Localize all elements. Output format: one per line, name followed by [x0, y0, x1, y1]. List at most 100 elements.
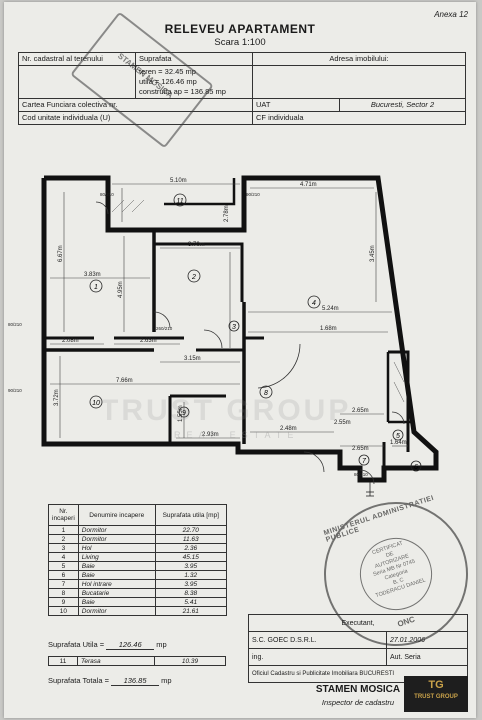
row-area: 3.95 — [154, 579, 227, 589]
total-area-unit: mp — [161, 676, 172, 685]
plan-door-swings — [95, 201, 405, 485]
dim-4-71: 4.71m — [300, 182, 317, 188]
row-area: 2.36 — [154, 543, 227, 553]
row-name: Dormitor — [77, 534, 156, 544]
row-name: Baie — [77, 561, 156, 571]
useful-area-unit: mp — [156, 640, 167, 649]
room-number-3: 3 — [232, 324, 236, 331]
row-nr: 4 — [48, 552, 79, 562]
area-line-teren: teren = 32.45 mp — [139, 67, 196, 76]
terrace-table: 11 Terasa 10.39 — [48, 656, 226, 666]
dim-2-65a: 2.65m — [352, 408, 369, 414]
room-number-2: 2 — [191, 274, 196, 281]
terrace-name: Terasa — [77, 656, 155, 666]
row-name: Baie — [77, 570, 156, 580]
cadastral-value — [18, 65, 136, 99]
row-name: Hol intrare — [77, 579, 156, 589]
dim-2-55: 2.55m — [334, 420, 351, 426]
dim-1-64: 1.64m — [390, 440, 407, 446]
scale-label: Scara 1:100 — [214, 37, 266, 48]
annex-label: Anexa 12 — [434, 10, 468, 19]
row-nr: 8 — [48, 588, 79, 598]
area-line-construita: construita ap = 136.85 mp — [139, 87, 226, 96]
row-area: 45.15 — [154, 552, 227, 562]
room-number-5: 5 — [396, 433, 400, 440]
header-table: Nr. cadastral al terenului Suprafata Adr… — [18, 52, 466, 125]
useful-area-value: 126.46 — [106, 640, 155, 650]
stamp-bottom-text: ONC — [396, 614, 416, 629]
room-number-8: 8 — [264, 390, 268, 397]
row-name: Dormitor — [77, 606, 156, 616]
dim-6-67: 6.67m — [58, 245, 64, 262]
stamp-top-text: STAMEN MOSICA — [116, 51, 175, 100]
room-number-6: 6 — [414, 464, 418, 471]
total-area-label: Suprafata Totala = — [48, 676, 109, 685]
row-area: 5.41 — [154, 597, 227, 607]
row-name: Dormitor — [77, 525, 156, 535]
dim-2-93: 2.93m — [202, 432, 219, 438]
dim-7-66: 7.66m — [116, 378, 133, 384]
dim-5-10: 5.10m — [170, 178, 187, 184]
dim-3-45: 3.45m — [370, 245, 376, 262]
door-label-3: 80/210 — [8, 322, 22, 327]
dim-2-78: 2.78m — [224, 205, 230, 222]
floor-plan: 5.10m 4.71m 3.70m 3.83m 5.24m 2.08m 2.63… — [8, 175, 439, 497]
total-area-row: Suprafata Totala = 136.85 mp — [48, 676, 172, 686]
dim-3-70: 3.70m — [188, 242, 205, 248]
row-area: 1.32 — [154, 570, 227, 580]
watermark-sub: REAL ESTATE — [174, 430, 300, 440]
table-row: 11 Terasa 10.39 — [48, 656, 226, 666]
col-header-name: Denumire incapere — [77, 504, 156, 526]
rooms-table: Nr. incaperi Denumire incapere Suprafata… — [48, 504, 227, 616]
terrace-hatch — [111, 199, 405, 403]
plan-walls — [41, 175, 439, 483]
row-name: Hol — [77, 543, 156, 553]
room-number-1: 1 — [94, 284, 98, 291]
col-header-area: Suprafata utila [mp] — [154, 504, 227, 526]
row-nr: 9 — [48, 597, 79, 607]
address-value — [252, 65, 466, 99]
address-label: Adresa imobilului: — [252, 52, 466, 66]
area-line-utila: utila = 126.46 mp — [139, 77, 197, 86]
door-label-4: 90/210 — [8, 388, 22, 393]
row-nr: 5 — [48, 561, 79, 571]
logo-mark: TG — [428, 679, 444, 691]
document-title: RELEVEU APARTAMENT — [164, 22, 316, 36]
signer-title: Inspector de cadastru — [321, 698, 395, 707]
trust-group-logo: TG TRUST GROUP — [404, 676, 468, 712]
dim-5-24: 5.24m — [322, 306, 339, 312]
dim-3-83: 3.83m — [84, 272, 101, 278]
plan-dimension-texts: 5.10m 4.71m 3.70m 3.83m 5.24m 2.08m 2.63… — [54, 178, 407, 452]
watermark: TRUST GROUP — [100, 394, 352, 427]
dim-2-63: 2.63m — [140, 338, 157, 344]
row-name: Living — [77, 552, 156, 562]
dim-2-48: 2.48m — [280, 426, 297, 432]
terrace-area: 10.39 — [154, 656, 226, 666]
row-nr: 7 — [48, 579, 79, 589]
row-nr: 6 — [48, 570, 79, 580]
useful-area-row: Suprafata Utila = 126.46 mp — [48, 640, 167, 650]
row-nr: 2 — [48, 534, 79, 544]
row-nr: 3 — [48, 543, 79, 553]
row-nr: 10 — [48, 606, 79, 616]
door-label-1: 80/210 — [100, 192, 114, 197]
plan-room-numbers: 1 2 3 4 5 6 7 8 9 10 11 — [89, 193, 422, 472]
plan-door-labels: 80/210 90/210 80/210 90/210 260/210 80/2… — [8, 192, 368, 477]
area-lines: teren = 32.45 mp utila = 126.46 mp const… — [135, 65, 253, 99]
executant-aut: Aut. Seria — [385, 648, 469, 666]
document-sheet: Anexa 12 RELEVEU APARTAMENT Scara 1:100 … — [4, 2, 476, 718]
room-number-9: 9 — [182, 410, 186, 417]
room-number-7: 7 — [362, 458, 367, 465]
door-label-2: 90/210 — [246, 192, 260, 197]
row-area: 8.38 — [154, 588, 227, 598]
dim-2-08: 2.08m — [62, 338, 79, 344]
